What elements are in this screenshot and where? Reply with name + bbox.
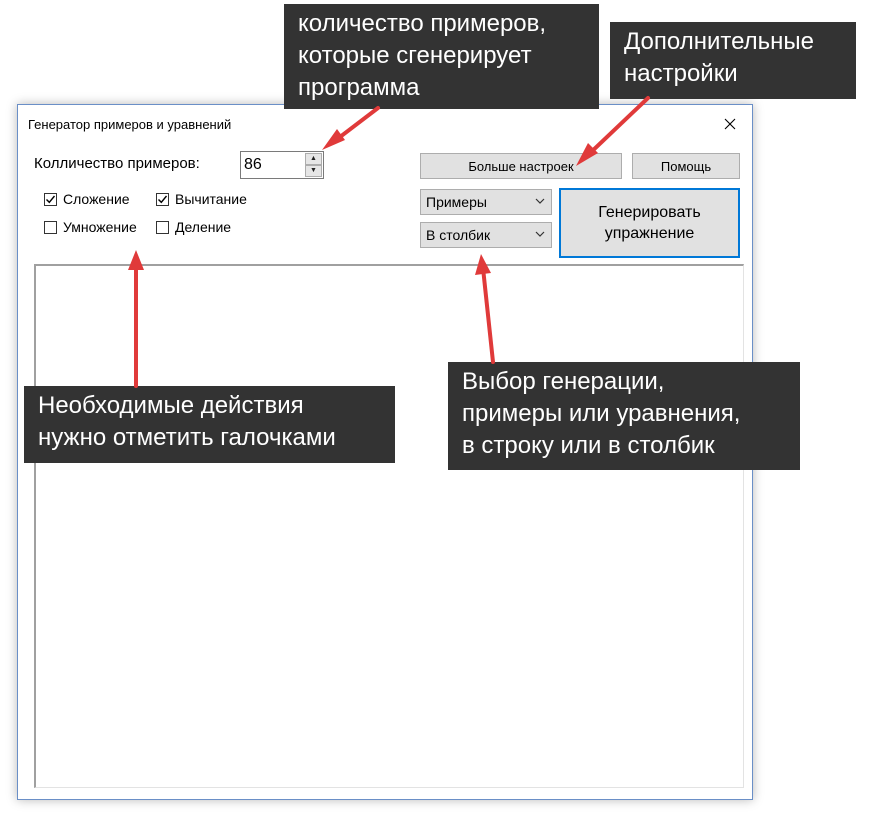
actions-callout: Необходимые действия нужно отметить гало… bbox=[24, 386, 395, 463]
stepper-down-button[interactable]: ▼ bbox=[305, 165, 322, 177]
check-icon bbox=[158, 195, 168, 203]
generate-button[interactable]: Генерировать упражнение bbox=[559, 188, 740, 258]
callout-line: Необходимые действия bbox=[38, 392, 304, 419]
callout-line: Выбор генерации, bbox=[462, 368, 665, 395]
selection-callout: Выбор генерации, примеры или уравнения, … bbox=[448, 362, 800, 470]
type-select-value: Примеры bbox=[426, 194, 487, 210]
division-label: Деление bbox=[175, 219, 232, 235]
callout-line: примеры или уравнения, bbox=[462, 400, 741, 427]
count-stepper[interactable]: ▲ ▼ bbox=[240, 151, 324, 179]
addition-checkbox-box[interactable] bbox=[44, 192, 57, 206]
multiplication-label: Умножение bbox=[63, 219, 137, 235]
arrowhead bbox=[128, 250, 144, 270]
count-input[interactable] bbox=[241, 152, 303, 178]
check-icon bbox=[46, 195, 56, 203]
arrow-to-settings bbox=[586, 96, 650, 157]
generate-button-line: упражнение bbox=[604, 225, 695, 242]
count-callout: количество примеров, которые сгенерирует… bbox=[284, 4, 599, 109]
settings-callout: Дополнительные настройки bbox=[610, 22, 856, 99]
callout-line: которые сгенерирует bbox=[298, 42, 532, 69]
callout-line: программа bbox=[298, 74, 420, 101]
output-textarea[interactable] bbox=[34, 264, 744, 788]
subtraction-checkbox-box[interactable] bbox=[156, 192, 169, 206]
count-label: Колличество примеров: bbox=[34, 155, 200, 172]
arrow-to-count bbox=[334, 106, 380, 142]
arrowhead bbox=[475, 254, 491, 275]
addition-checkbox[interactable]: Сложение bbox=[44, 191, 130, 207]
generate-button-line: Генерировать bbox=[598, 204, 701, 221]
close-button[interactable] bbox=[708, 105, 752, 143]
generate-button-text: Генерировать упражнение bbox=[598, 202, 700, 244]
title-bar[interactable]: Генератор примеров и уравнений bbox=[18, 105, 752, 143]
arrow-to-selects bbox=[481, 266, 495, 364]
chevron-down-icon: ▼ bbox=[310, 167, 317, 174]
division-checkbox[interactable]: Деление bbox=[156, 219, 231, 235]
subtraction-checkbox[interactable]: Вычитание bbox=[156, 191, 247, 207]
window-title: Генератор примеров и уравнений bbox=[28, 117, 232, 132]
close-icon bbox=[724, 118, 736, 130]
arrowhead bbox=[322, 129, 345, 150]
callout-line: в строку или в столбик bbox=[462, 432, 715, 459]
chevron-up-icon: ▲ bbox=[310, 155, 317, 162]
help-button[interactable]: Помощь bbox=[632, 153, 740, 179]
layout-select-value: В столбик bbox=[426, 227, 491, 243]
chevron-down-icon bbox=[535, 231, 545, 237]
division-checkbox-box[interactable] bbox=[156, 220, 169, 234]
type-select[interactable]: Примеры bbox=[420, 189, 552, 215]
callout-line: нужно отметить галочками bbox=[38, 424, 336, 451]
multiplication-checkbox-box[interactable] bbox=[44, 220, 57, 234]
subtraction-label: Вычитание bbox=[175, 191, 247, 207]
callout-line: настройки bbox=[624, 60, 738, 87]
layout-select[interactable]: В столбик bbox=[420, 222, 552, 248]
arrowhead bbox=[576, 143, 598, 166]
multiplication-checkbox[interactable]: Умножение bbox=[44, 219, 137, 235]
stepper-up-button[interactable]: ▲ bbox=[305, 153, 322, 165]
callout-line: Дополнительные bbox=[624, 28, 814, 55]
callout-line: количество примеров, bbox=[298, 10, 547, 37]
stepper-buttons: ▲ ▼ bbox=[305, 153, 322, 177]
addition-label: Сложение bbox=[63, 191, 130, 207]
chevron-down-icon bbox=[535, 198, 545, 204]
